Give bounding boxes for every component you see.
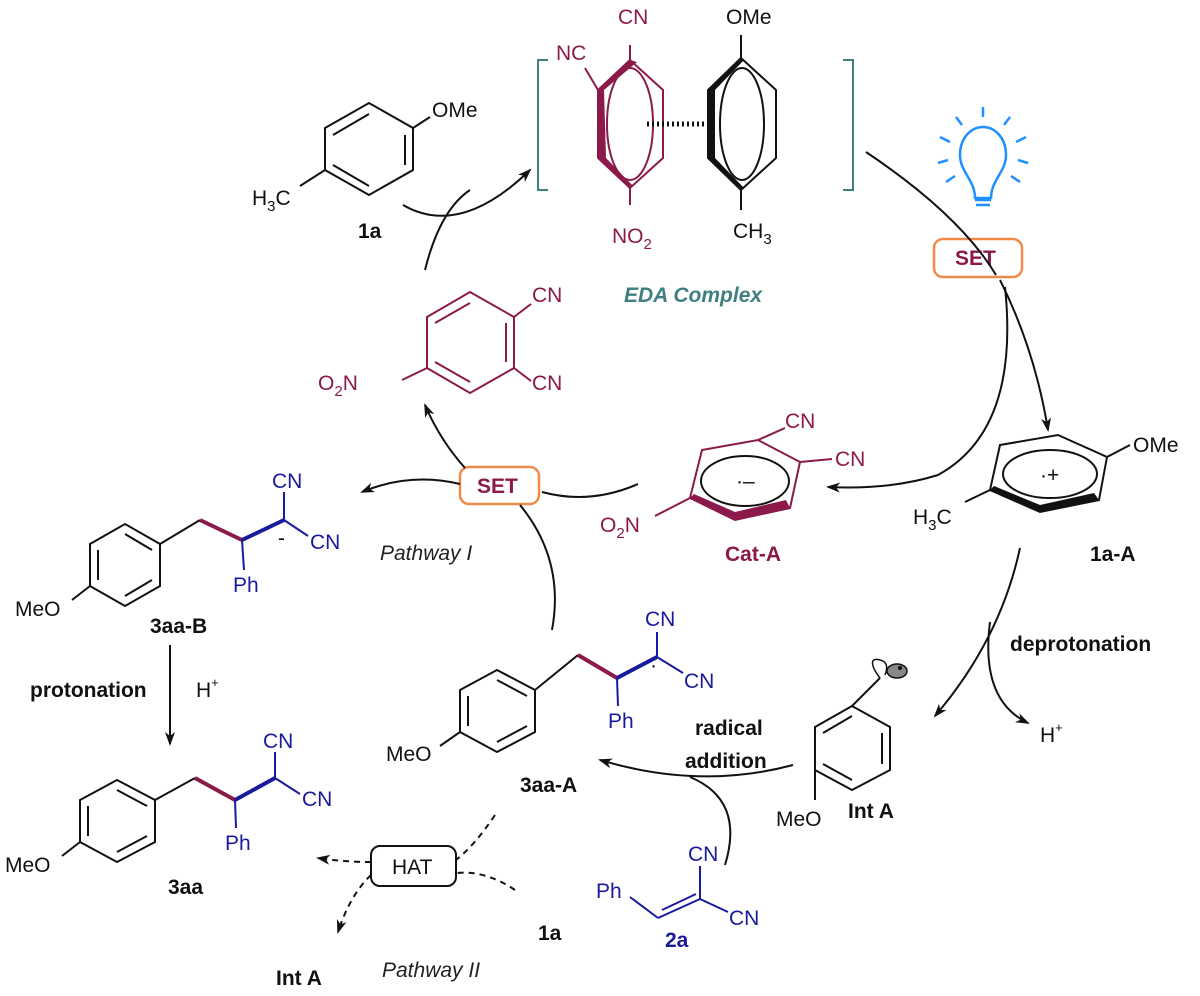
compound-1a-top: OMe H3C 1a bbox=[252, 99, 478, 243]
arrow-eda-to-set bbox=[865, 151, 997, 276]
arrow-to-cat-a bbox=[826, 286, 1009, 493]
3aa-b-cn-1-label: CN bbox=[272, 470, 302, 493]
donor-ch3-label: CH3 bbox=[733, 220, 772, 248]
radical-cation-label: 1a-A bbox=[1090, 543, 1136, 566]
cat-a-charge: ·– bbox=[736, 470, 755, 493]
radical-addition-label-1: radical bbox=[695, 717, 763, 740]
cat-a-cn-2-label: CN bbox=[835, 448, 865, 471]
acceptor-cn-label: CN bbox=[618, 6, 648, 29]
radical-cation-ome-label: OMe bbox=[1133, 434, 1179, 457]
arrow-2a-to-addition bbox=[689, 776, 732, 866]
compound-3aa-b: MeO CN CN Ph - 3aa-B bbox=[15, 470, 340, 638]
arrow-3aa-a-to-set bbox=[519, 504, 556, 631]
arrow-deprotonation-proton bbox=[987, 621, 1030, 724]
3aa-b-label: 3aa-B bbox=[150, 615, 207, 638]
acceptor-no2-label: NO2 bbox=[612, 225, 652, 253]
compound-2a: Ph CN CN 2a bbox=[596, 843, 759, 952]
int-a-mid-label: Int A bbox=[848, 800, 894, 823]
hat-arrow-to-int-a bbox=[336, 874, 372, 934]
3aa-label: 3aa bbox=[168, 876, 203, 899]
right-bracket bbox=[843, 59, 854, 191]
3aa-ph-label: Ph bbox=[225, 832, 251, 855]
lightbulb-icon bbox=[937, 107, 1029, 207]
radical-addition-label-2: addition bbox=[685, 750, 767, 773]
h3c-label: H3C bbox=[252, 187, 291, 215]
3aa-b-cn-2-label: CN bbox=[310, 531, 340, 554]
compound-label-1a-top: 1a bbox=[358, 220, 382, 243]
cat-a-o2n-label: O2N bbox=[600, 514, 640, 542]
eda-complex: CN NC NO2 OMe CH3 EDA Complex bbox=[537, 6, 854, 307]
pathway-2-label: Pathway II bbox=[382, 959, 480, 982]
3aa-cn-2-label: CN bbox=[302, 788, 332, 811]
3aa-b-meo-label: MeO bbox=[15, 598, 61, 621]
3aa-a-radical-dot: · bbox=[650, 654, 657, 677]
set-label-photo: SET bbox=[955, 247, 996, 270]
eda-complex-label: EDA Complex bbox=[624, 284, 763, 307]
arrow-set-to-catalyst bbox=[424, 403, 466, 469]
proton-label-left: H+ bbox=[196, 675, 219, 702]
left-bracket bbox=[537, 59, 548, 191]
set-box-photo: SET bbox=[932, 237, 1024, 279]
arrow-cat-a-to-set bbox=[541, 483, 639, 498]
deprotonation-label: deprotonation bbox=[1010, 633, 1151, 656]
compound-3aa-a: MeO CN CN Ph · 3aa-A bbox=[386, 608, 714, 797]
hat-dash-from-3aa-a bbox=[455, 814, 496, 861]
3aa-a-ph-label: Ph bbox=[608, 710, 634, 733]
compound-3aa: MeO CN CN Ph 3aa bbox=[5, 730, 332, 899]
hat-box: HAT bbox=[370, 845, 457, 887]
set-box-cycle: SET bbox=[458, 465, 541, 506]
hat-label: HAT bbox=[392, 856, 433, 879]
3aa-b-charge: - bbox=[278, 527, 285, 550]
hat-arrow-to-3aa bbox=[316, 854, 372, 865]
3aa-a-meo-label: MeO bbox=[386, 743, 432, 766]
cat-a-cn-1-label: CN bbox=[785, 410, 815, 433]
compound-label-1a-bottom: 1a bbox=[538, 922, 562, 945]
arrow-set-to-3aa-b bbox=[360, 478, 461, 493]
2a-label: 2a bbox=[665, 929, 689, 952]
arrow-set-to-1a-a bbox=[999, 279, 1052, 432]
cat-a-radical-anion: ·– CN CN O2N Cat-A bbox=[600, 410, 865, 566]
cat-a-label: Cat-A bbox=[725, 543, 781, 566]
cat-o2n-label: O2N bbox=[318, 372, 358, 400]
cat-cn-1-label: CN bbox=[532, 284, 562, 307]
3aa-b-ph-label: Ph bbox=[233, 574, 259, 597]
proton-label-right: H+ bbox=[1040, 720, 1063, 747]
radical-cation-h3c-label: H3C bbox=[913, 506, 952, 534]
donor-ome-label: OMe bbox=[726, 6, 772, 29]
arrow-catalyst-to-eda bbox=[424, 189, 471, 271]
protonation-label: protonation bbox=[30, 679, 147, 702]
arrow-radical-addition bbox=[598, 758, 794, 778]
2a-cn-2-label: CN bbox=[729, 907, 759, 930]
pathway-1-label: Pathway I bbox=[380, 542, 472, 565]
2a-cn-1-label: CN bbox=[688, 843, 718, 866]
radical-cation-charge: ·+ bbox=[1040, 464, 1059, 487]
3aa-cn-1-label: CN bbox=[263, 730, 293, 753]
2a-ph-label: Ph bbox=[596, 880, 622, 903]
int-a-bottom-label: Int A bbox=[276, 967, 322, 990]
compound-int-a-mid: MeO Int A bbox=[776, 658, 908, 831]
radical-cation-1a-a: ·+ OMe H3C 1a-A bbox=[913, 433, 1179, 566]
arrow-1a-a-to-int-a bbox=[933, 547, 1021, 718]
arrow-to-eda bbox=[402, 168, 532, 217]
3aa-a-label: 3aa-A bbox=[520, 774, 577, 797]
cat-cn-2-label: CN bbox=[532, 372, 562, 395]
3aa-a-cn-1-label: CN bbox=[645, 608, 675, 631]
acceptor-nc-label: NC bbox=[556, 42, 586, 65]
3aa-a-cn-2-label: CN bbox=[684, 670, 714, 693]
hat-dash-from-1a bbox=[455, 871, 516, 891]
3aa-meo-label: MeO bbox=[5, 854, 51, 877]
ome-label: OMe bbox=[432, 99, 478, 122]
catalyst-regenerated bbox=[401, 290, 532, 395]
int-a-meo-label: MeO bbox=[776, 808, 822, 831]
set-label-cycle: SET bbox=[477, 475, 518, 498]
